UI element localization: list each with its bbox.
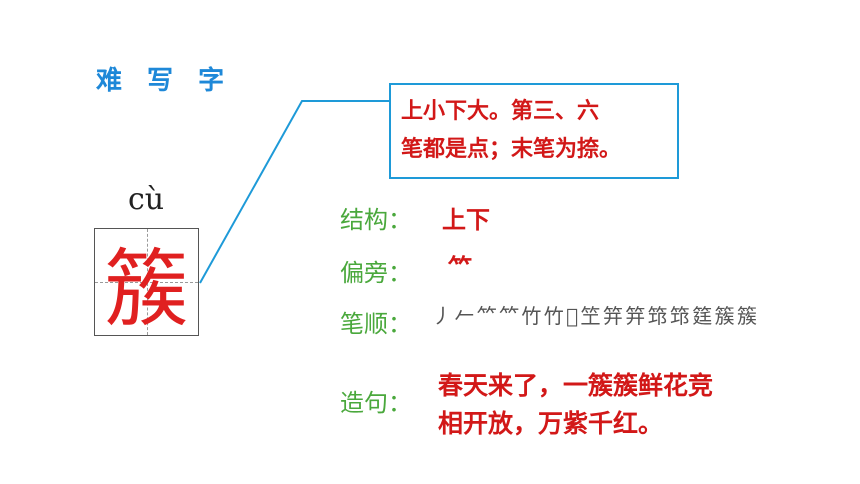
- sentence-line-1: 春天来了，一簇簇鲜花竞: [438, 371, 714, 400]
- stroke-order-label: 笔顺：: [340, 310, 412, 338]
- grid-vertical-guide: [146, 229, 148, 335]
- sentence-label: 造句：: [340, 389, 412, 417]
- writing-tip-callout: 上小下大。第三、六 笔都是点；末笔为捺。: [389, 83, 679, 179]
- section-title: 难 写 字: [96, 66, 233, 96]
- callout-line-2: 笔都是点；末笔为捺。: [401, 137, 622, 162]
- character-grid: 簇: [94, 228, 199, 338]
- radical-value: ⺮: [448, 254, 472, 282]
- target-character: 簇: [104, 239, 189, 338]
- callout-line-1: 上小下大。第三、六: [401, 99, 600, 124]
- example-sentence: 春天来了，一簇簇鲜花竞 相开放，万紫千红。: [438, 367, 713, 443]
- pinyin-label: cù: [128, 182, 165, 217]
- structure-label: 结构：: [340, 206, 412, 234]
- stroke-order-sequence: 丿 𠂉 𥫗 𥫗 竹 竹 𫁀 笁 笄 笄 筇 筇 筳 簇 簇: [432, 304, 757, 328]
- structure-value: 上下: [442, 206, 490, 234]
- sentence-line-2: 相开放，万紫千红。: [438, 409, 664, 438]
- radical-label: 偏旁：: [340, 259, 412, 287]
